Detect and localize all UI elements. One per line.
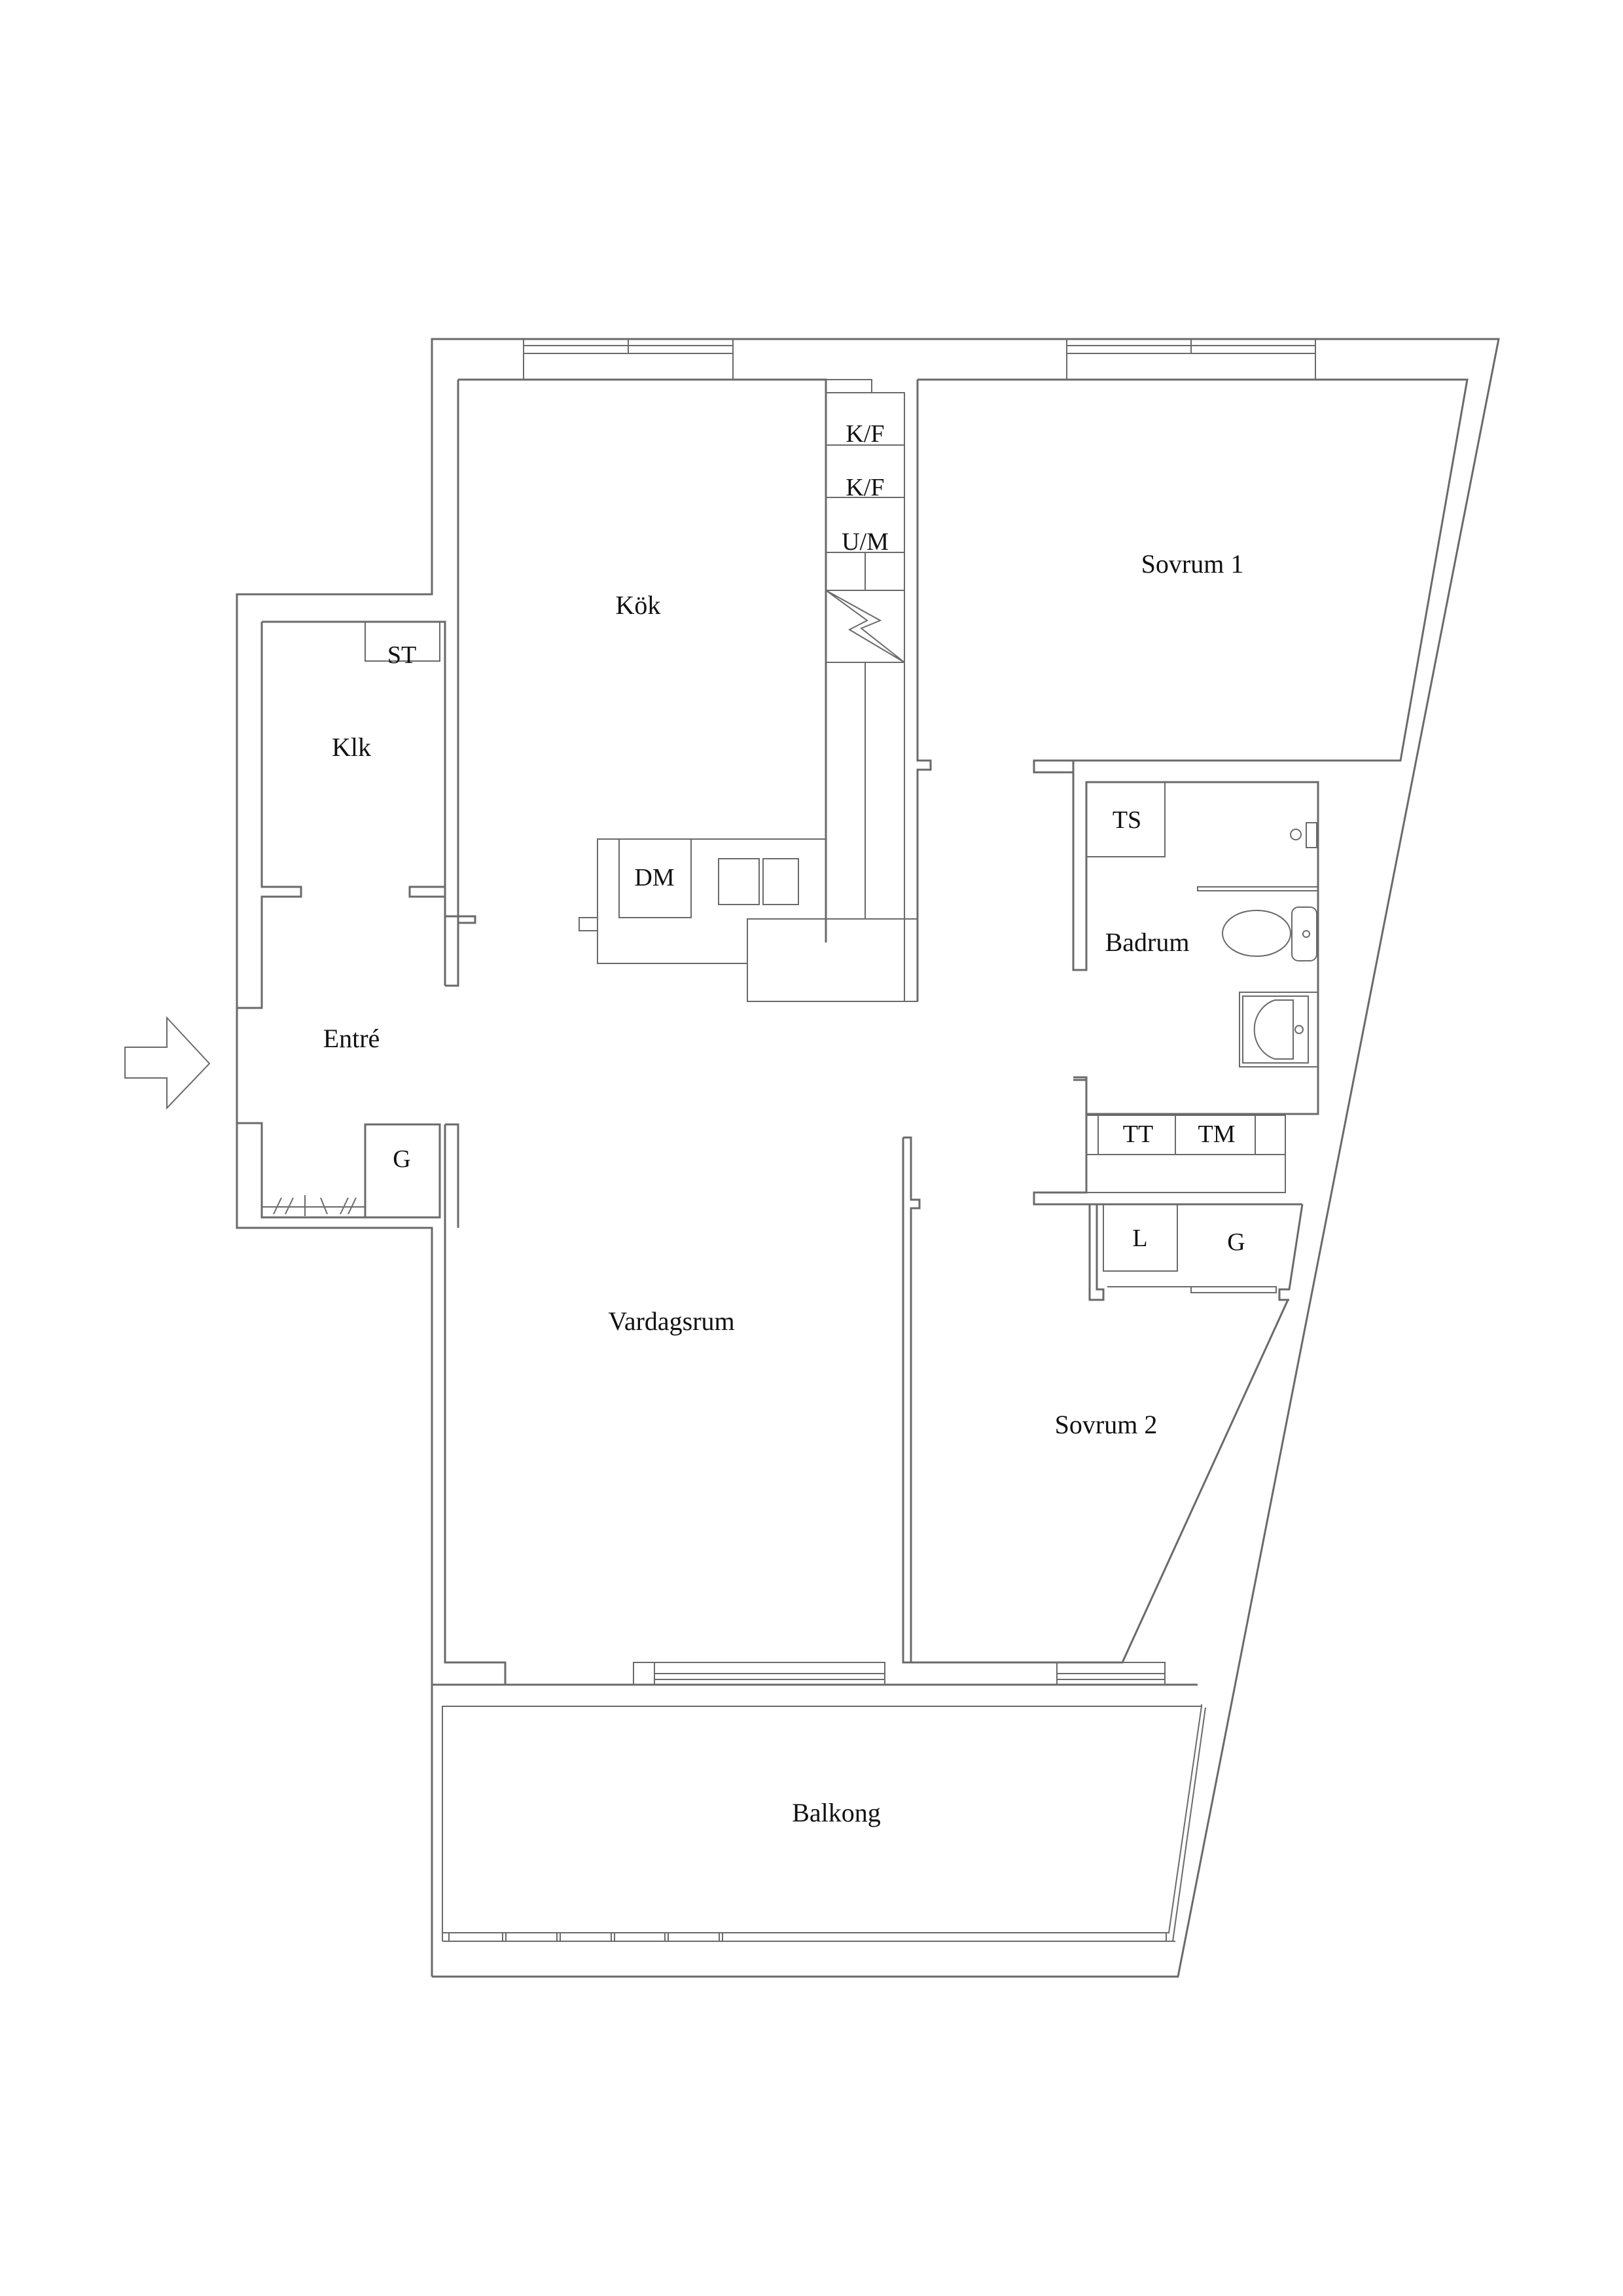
sink-icon (1239, 992, 1319, 1067)
room-label-sovrum1: Sovrum 1 (1141, 549, 1244, 579)
room-label-badrum: Badrum (1105, 927, 1190, 957)
fixture-dm (618, 838, 692, 918)
room-label-klk: Klk (332, 732, 371, 762)
fixture-label-st: ST (387, 641, 416, 669)
fixture-label-um: U/M (842, 528, 889, 556)
entre-closet (237, 1122, 459, 1228)
fixture-label-tt: TT (1123, 1121, 1153, 1148)
fixture-label-l: L (1132, 1225, 1147, 1252)
fixture-label-kf-1: K/F (846, 420, 884, 448)
room-label-kok: Kök (616, 590, 661, 620)
window-sovrum2 (1056, 1662, 1192, 1685)
fixture-label-kf-2: K/F (846, 474, 884, 501)
window-vardagsrum (633, 1662, 885, 1685)
laundry-block (1033, 1079, 1302, 1206)
fixture-label-g-sovrum2: G (1227, 1229, 1245, 1256)
fixture-label-g-entre: G (393, 1145, 410, 1173)
room-label-entre: Entré (323, 1024, 380, 1053)
window-kitchen (523, 338, 734, 380)
entrance-arrow-icon (124, 1016, 211, 1110)
stove-burners (718, 858, 799, 905)
room-label-sovrum2: Sovrum 2 (1055, 1410, 1158, 1439)
kitchen-cabinets (579, 379, 918, 1002)
room-label-vardagsrum: Vardagsrum (608, 1306, 734, 1336)
balcony (442, 1704, 1206, 1942)
fixture-label-dm: DM (634, 864, 674, 891)
window-sovrum1 (1066, 338, 1316, 380)
fixture-label-tm: TM (1198, 1121, 1236, 1148)
klk-walls (262, 620, 476, 987)
fixture-label-ts: TS (1113, 806, 1141, 834)
toilet-icon (1222, 906, 1317, 961)
fixture-ts (1086, 781, 1166, 857)
fixture-st (365, 621, 440, 662)
shower-icon (1197, 822, 1319, 891)
room-label-balkong: Balkong (792, 1798, 881, 1827)
exterior-walls (236, 338, 1500, 1978)
sovrum2-closet (1088, 1204, 1304, 1301)
